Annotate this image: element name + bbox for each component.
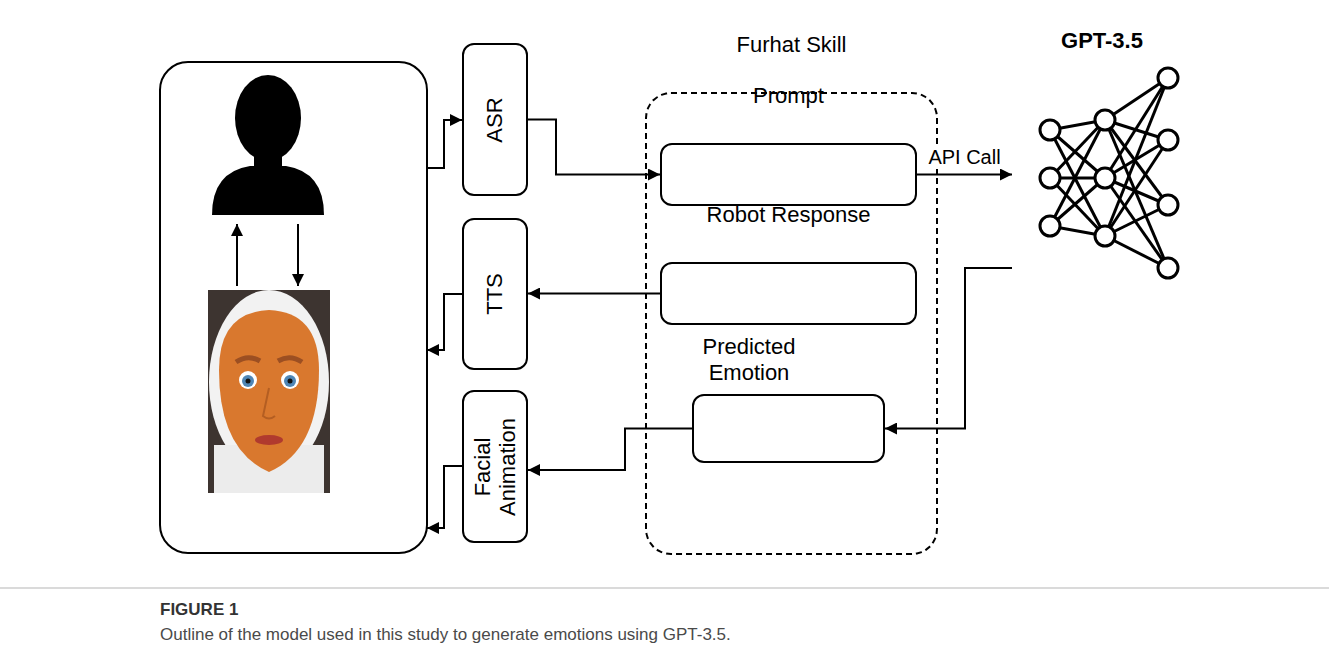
node-label: ASR — [482, 51, 507, 188]
network-neuron — [1158, 258, 1178, 278]
caption-rule — [0, 588, 1329, 589]
neural-network-icon — [1012, 28, 1192, 310]
figure-number: FIGURE 1 — [160, 600, 238, 620]
animation-wire — [427, 466, 462, 528]
network-link — [1105, 78, 1168, 236]
network-neuron — [1158, 130, 1178, 150]
process-box: TTS — [462, 218, 528, 370]
person-silhouette — [212, 75, 324, 215]
face-iris — [242, 375, 254, 387]
network-neuron — [1040, 216, 1060, 236]
face-iris — [284, 375, 296, 387]
process-box: Prompt — [660, 143, 917, 206]
face-eye — [281, 371, 299, 389]
model-network: GPT-3.5 — [1012, 28, 1192, 310]
network-neuron — [1095, 168, 1115, 188]
face-eye — [239, 371, 257, 389]
process-box: Robot Response — [660, 262, 917, 325]
network-neuron — [1040, 120, 1060, 140]
face-skin — [219, 310, 319, 472]
face-nose — [263, 388, 275, 419]
network-neuron — [1158, 195, 1178, 215]
input-wire — [427, 120, 462, 168]
arrow-to-person — [236, 224, 238, 286]
node-label: Predicted Emotion — [674, 334, 824, 387]
node-label: Facial Animation — [470, 398, 521, 535]
speech-wire — [427, 294, 462, 350]
process-box: Facial Animation — [462, 390, 528, 543]
network-link — [1105, 78, 1168, 178]
face-mouth — [255, 435, 283, 445]
connector-arrow — [917, 174, 1012, 176]
process-box: Predicted Emotion — [692, 394, 885, 463]
node-label: TTS — [482, 226, 507, 362]
process-box: ASR — [462, 43, 528, 196]
group-box: Furhat SkillPromptRobot ResponsePredicte… — [645, 92, 938, 555]
network-neuron — [1158, 68, 1178, 88]
model-name: GPT-3.5 — [1012, 28, 1192, 54]
person-head — [235, 75, 301, 161]
group-heading: Furhat Skill — [627, 32, 956, 58]
network-neuron — [1040, 168, 1060, 188]
connector-arrow — [528, 120, 660, 175]
face-brow — [278, 358, 302, 362]
network-neuron — [1095, 110, 1115, 130]
face-background — [208, 290, 330, 493]
edge-label: API Call — [925, 146, 1003, 169]
robot-face — [208, 290, 330, 493]
node-label: Robot Response — [642, 202, 935, 228]
network-neuron — [1095, 226, 1115, 246]
person-shoulders — [212, 166, 324, 215]
face-pupil — [288, 379, 293, 384]
interaction-frame — [160, 62, 427, 553]
connector-arrow — [528, 293, 660, 295]
face-pupil — [246, 379, 251, 384]
arrow-to-robot — [297, 224, 299, 286]
network-link — [1105, 140, 1168, 236]
node-label: Prompt — [642, 83, 935, 109]
face-brow — [236, 358, 260, 362]
connector-arrow — [528, 429, 692, 471]
figure-caption: Outline of the model used in this study … — [160, 625, 731, 645]
